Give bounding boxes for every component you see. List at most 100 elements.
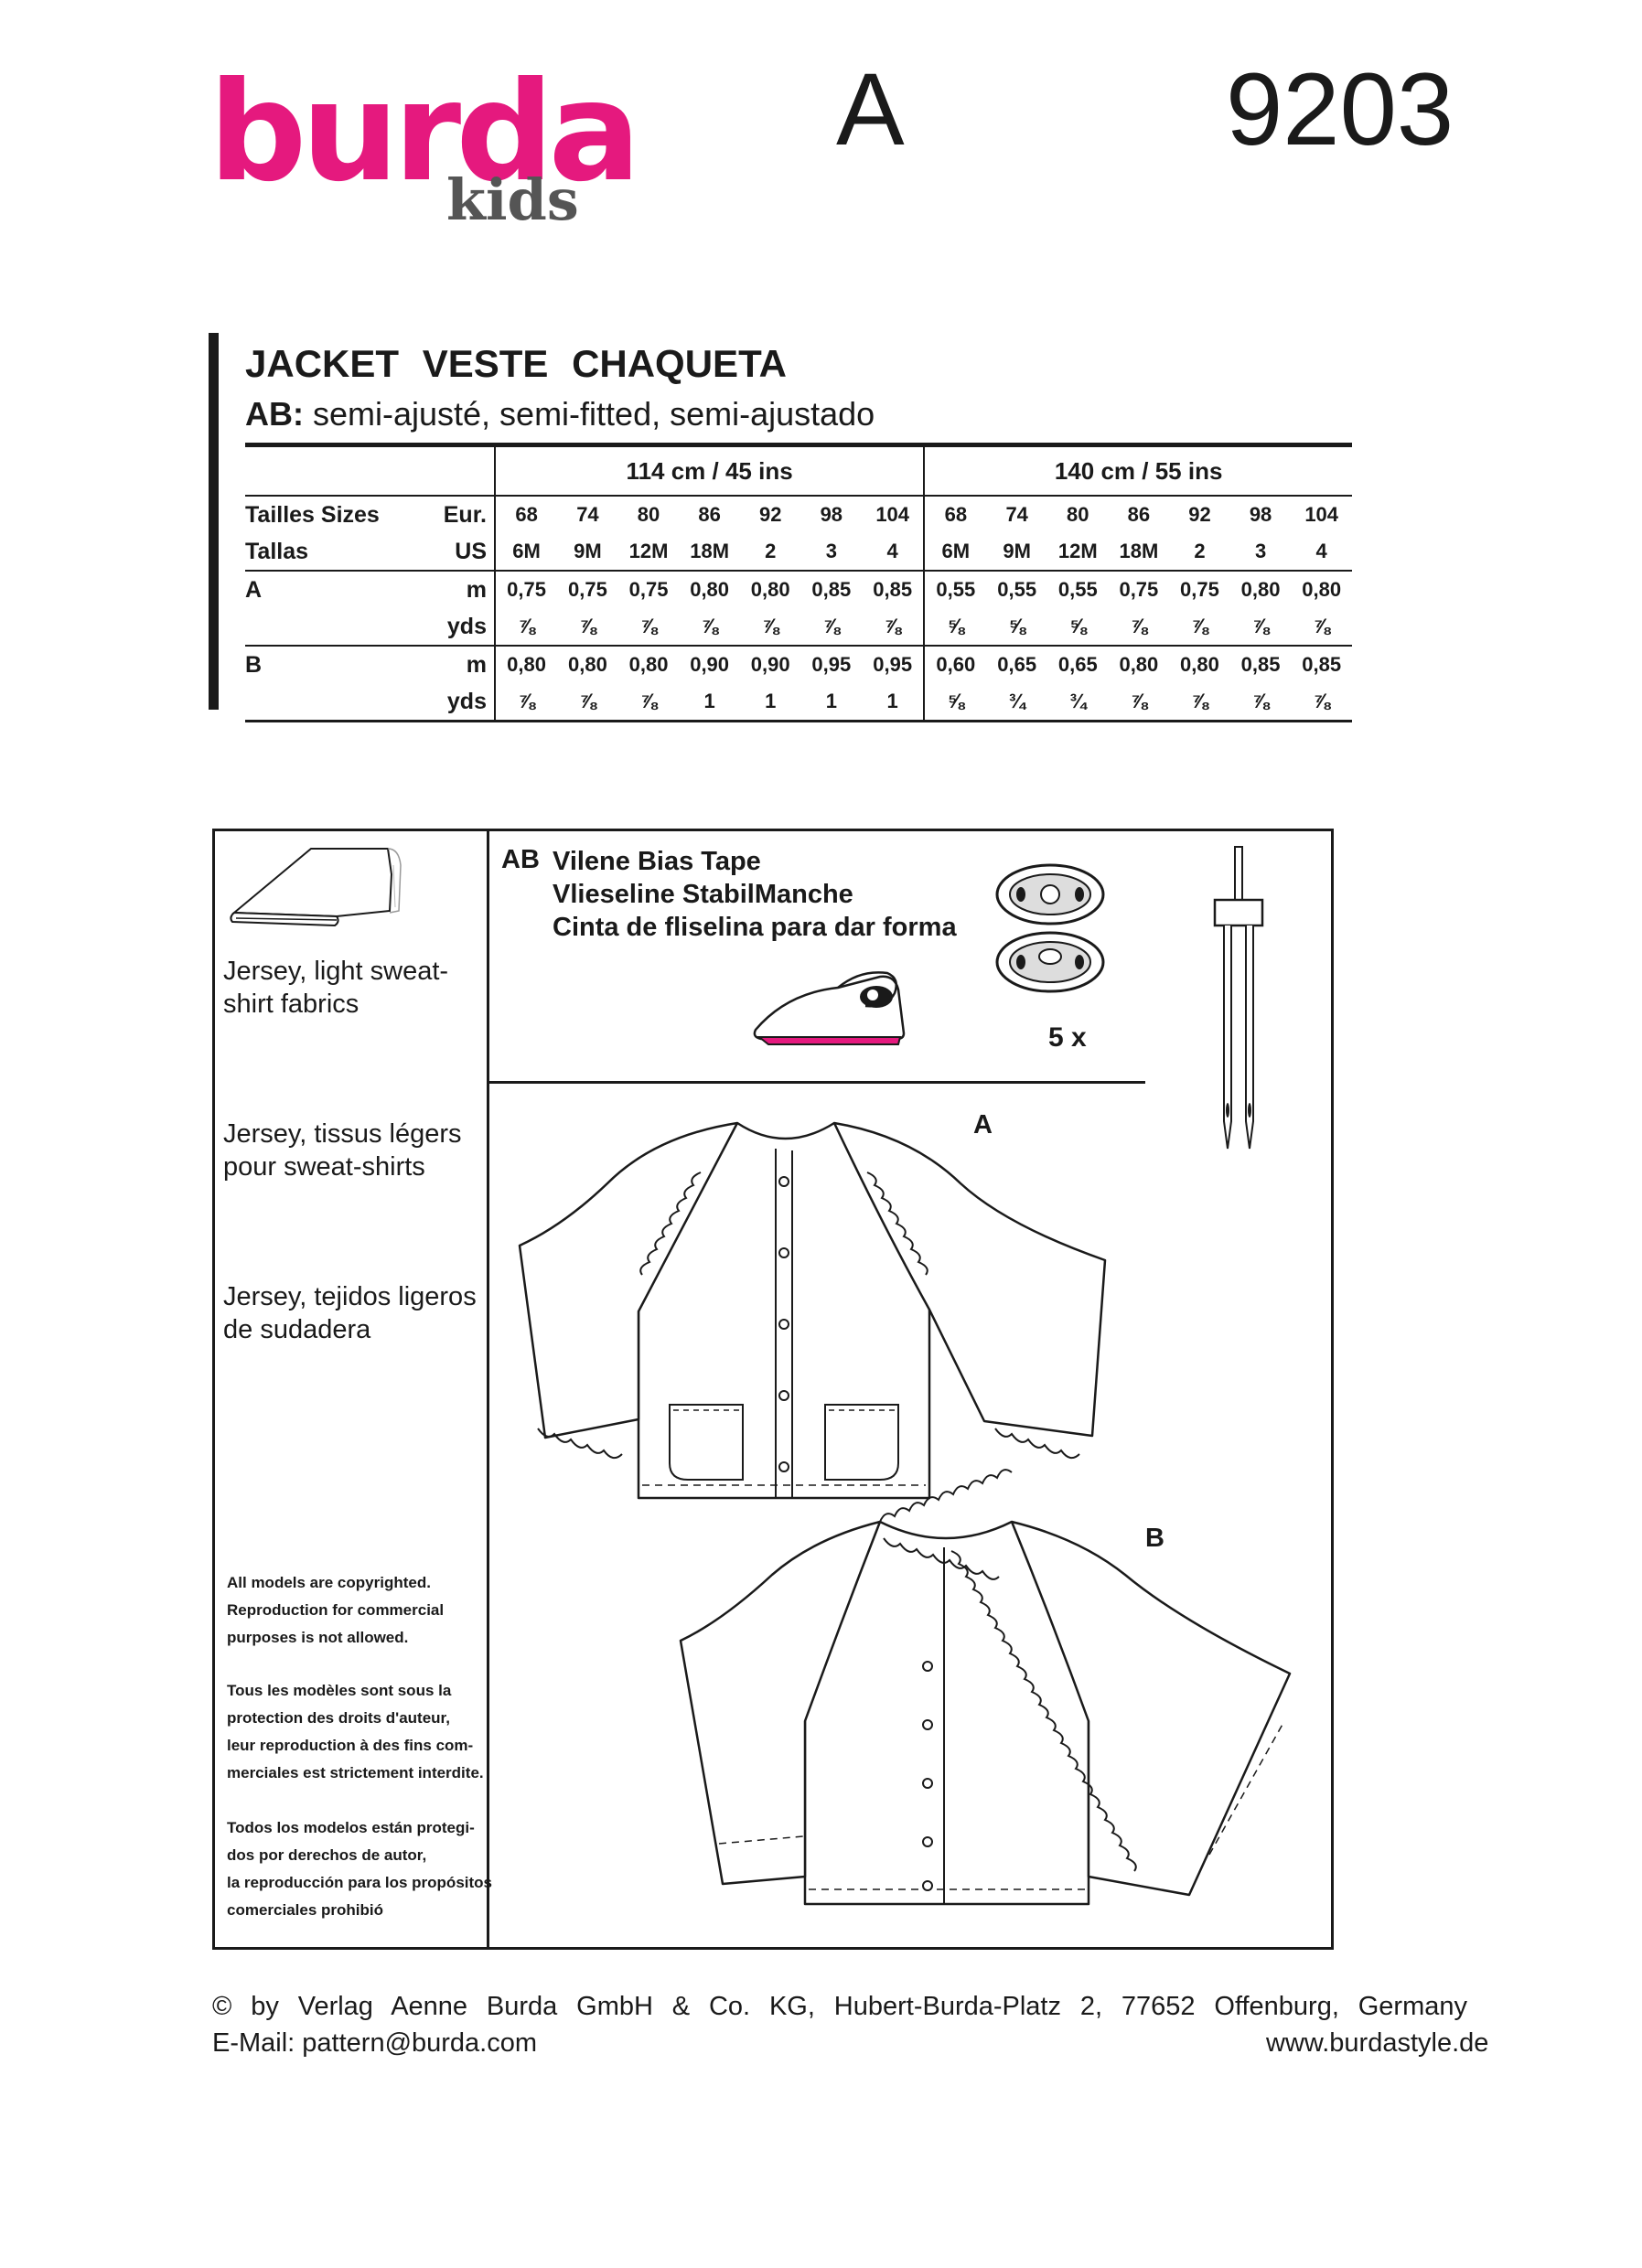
yards-cell: ⅞ — [1291, 683, 1352, 722]
meters-cell: 0,65 — [986, 645, 1047, 683]
meters-cell: 0,80 — [1291, 570, 1352, 608]
yards-cell: ⅞ — [495, 683, 558, 722]
yards-cell: ⅞ — [701, 615, 718, 637]
size-cell: 4 — [862, 533, 926, 571]
meters-cell: 0,75 — [495, 570, 558, 608]
size-cell: 80 — [637, 503, 660, 526]
meters-cell: 0,75 — [617, 570, 680, 608]
size-cell: 6M — [941, 540, 971, 562]
size-cell: 74 — [576, 503, 599, 526]
view-letter: A — [836, 52, 905, 166]
size-cell: 3 — [1254, 540, 1267, 562]
size-cell: 12M — [1057, 540, 1098, 562]
jacket-a-illustration — [518, 1121, 1107, 1500]
size-cell: 2 — [1194, 540, 1206, 562]
meters-cell: 0,80 — [679, 570, 740, 608]
view-b-yards-row: yds ⅞ ⅞ ⅞ 1 1 1 1 ⅝ ¾ ¾ ⅞ ⅞ ⅞ ⅞ — [245, 683, 1352, 722]
iron-icon — [753, 971, 906, 1045]
yards-cell: ⅞ — [579, 615, 596, 637]
size-cell: 18M — [690, 540, 730, 562]
yards-cell: ⅞ — [822, 615, 840, 637]
yards-cell: ⅝ — [924, 683, 987, 722]
view-label-a: A — [973, 1110, 993, 1139]
title-bar — [209, 333, 219, 710]
meters-cell: 0,80 — [1108, 645, 1170, 683]
pattern-number: 9203 — [1226, 52, 1454, 166]
fabric-text-fr: Jersey, tissus légers pour sweat-shirts — [223, 1119, 462, 1182]
yards-cell: ⅝ — [947, 615, 964, 637]
fabric-text-en: Jersey, light sweat- shirt fabrics — [223, 957, 449, 1019]
yardage-table: 114 cm / 45 ins 140 cm / 55 ins Tailles … — [245, 443, 1352, 722]
size-cell: 86 — [1127, 503, 1151, 526]
meters-cell: 0,55 — [986, 570, 1047, 608]
meters-cell: 0,80 — [617, 645, 680, 683]
meters-cell: 0,80 — [557, 645, 618, 683]
meters-cell: 0,65 — [1046, 645, 1109, 683]
view-label: B — [245, 645, 417, 683]
meters-cell: 0,75 — [1108, 570, 1170, 608]
copyright-notice-fr: Tous les modèles sont sous la protection… — [227, 1682, 484, 1781]
contact-email[interactable]: E-Mail: pattern@burda.com — [212, 2028, 538, 2058]
yards-cell: 1 — [739, 683, 801, 722]
website-link[interactable]: www.burdastyle.de — [1266, 2028, 1489, 2058]
publisher-line: © by Verlag Aenne Burda GmbH & Co. KG, H… — [212, 1992, 1467, 2021]
size-cell: 86 — [698, 503, 721, 526]
meters-cell: 0,80 — [1169, 645, 1230, 683]
unit-label: m — [417, 645, 496, 683]
fabric-bolt-icon — [230, 848, 402, 927]
size-label: Tailles Sizes — [245, 501, 380, 528]
meters-cell: 0,80 — [495, 645, 558, 683]
view-b-meters-row: B m 0,80 0,80 0,80 0,90 0,90 0,95 0,95 0… — [245, 645, 1352, 683]
size-cell: 2 — [765, 540, 777, 562]
notion-views: AB — [501, 845, 540, 874]
snaps-count: 5 x — [1048, 1022, 1087, 1053]
yards-cell: ⅞ — [639, 615, 658, 637]
garment-title: JACKET VESTE CHAQUETA — [245, 342, 787, 385]
size-label: Tallas — [245, 538, 309, 564]
unit-label: m — [417, 570, 496, 608]
notions-box — [212, 829, 1334, 1950]
size-cell: 9M — [574, 540, 602, 562]
size-cell: 12M — [628, 540, 669, 562]
box-divider-vertical — [487, 829, 489, 1950]
meters-cell: 0,85 — [1291, 645, 1352, 683]
eur-label: Eur. — [417, 496, 496, 533]
meters-cell: 0,75 — [557, 570, 618, 608]
eur-size-row: Tailles Sizes Eur. 68 74 80 86 92 98 104… — [245, 496, 1352, 533]
yards-cell: ⅝ — [1069, 615, 1087, 637]
yards-cell: 1 — [800, 683, 863, 722]
size-cell: 9M — [1003, 540, 1031, 562]
yards-cell: 1 — [862, 683, 926, 722]
unit-label: yds — [417, 683, 496, 722]
jacket-b-illustration — [679, 1469, 1292, 1906]
meters-cell: 0,55 — [1046, 570, 1109, 608]
width-header: 140 cm / 55 ins — [924, 443, 1352, 497]
size-cell: 104 — [862, 496, 926, 533]
view-a-meters-row: A m 0,75 0,75 0,75 0,80 0,80 0,85 0,85 0… — [245, 570, 1352, 608]
meters-cell: 0,60 — [924, 645, 987, 683]
yards-cell: ⅞ — [557, 683, 618, 722]
snap-fastener-icon — [995, 863, 1105, 993]
view-label: A — [245, 570, 417, 608]
size-cell: 104 — [1304, 503, 1339, 526]
meters-cell: 0,85 — [1229, 645, 1292, 683]
yards-cell: ⅞ — [617, 683, 680, 722]
yards-cell: ⅞ — [1313, 615, 1330, 637]
size-cell: 80 — [1067, 503, 1089, 526]
size-cell: 74 — [1005, 503, 1028, 526]
yards-cell: ⅞ — [762, 615, 779, 637]
copyright-notice-en: All models are copyrighted. Reproduction… — [227, 1574, 445, 1646]
meters-cell: 0,80 — [1229, 570, 1292, 608]
copyright-notice-es: Todos los modelos están protegi- dos por… — [227, 1819, 492, 1919]
view-a-yards-row: yds ⅞ ⅞ ⅞ ⅞ ⅞ ⅞ ⅞ ⅝ ⅝ ⅝ ⅞ ⅞ ⅞ ⅞ — [245, 608, 1352, 646]
kids-logo: kids — [446, 166, 579, 233]
yards-cell: ¾ — [1046, 683, 1109, 722]
burda-logo: burda — [209, 53, 641, 212]
box-divider-horizontal — [487, 1081, 1145, 1084]
meters-cell: 0,80 — [739, 570, 801, 608]
size-cell: 68 — [515, 503, 538, 526]
fit-text: semi-ajusté, semi-fitted, semi-ajustado — [303, 395, 875, 433]
bias-tape-notion: Vilene Bias Tape Vlieseline StabilManche… — [553, 847, 957, 942]
yards-cell: ⅞ — [1169, 683, 1230, 722]
fit-label: AB: — [245, 395, 304, 433]
